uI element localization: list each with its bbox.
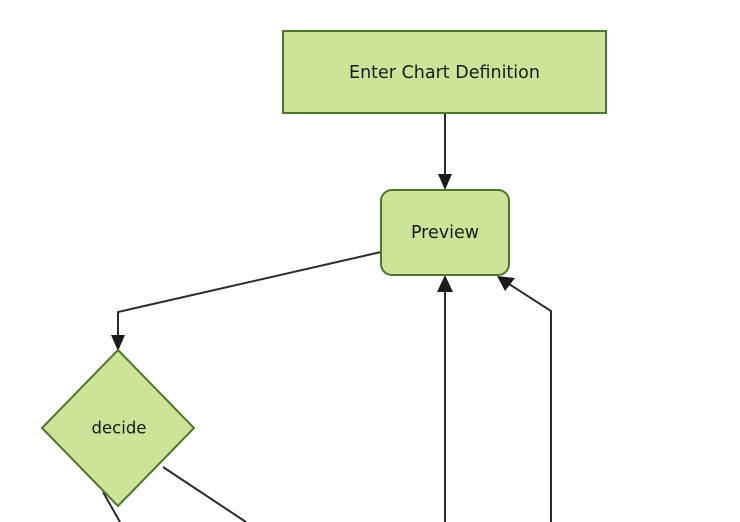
node-enter-chart-definition-label: Enter Chart Definition (349, 63, 540, 83)
edge-enter-to-preview (438, 113, 452, 190)
node-decide-shape[interactable] (40, 348, 196, 508)
node-decide-label: decide (92, 419, 147, 438)
edge-enter-to-preview-arrowhead (438, 174, 452, 190)
edge-decide-bottom-out (102, 491, 121, 522)
edge-preview-to-decide-arrowhead (111, 335, 125, 351)
edge-preview-to-decide-line (117, 251, 382, 341)
edge-bottom-right-to-preview (497, 276, 552, 522)
edge-decide-bottom-out-line (102, 491, 121, 522)
node-enter-chart-definition-shape[interactable] (282, 30, 607, 114)
edge-bottom-right-to-preview-line (505, 281, 552, 522)
node-preview[interactable]: Preview (380, 189, 510, 276)
node-decide[interactable]: decide (40, 348, 196, 508)
edge-bottom-right-to-preview-arrowhead (497, 276, 515, 291)
edge-preview-to-decide (111, 251, 382, 351)
edge-bottom-center-to-preview-arrowhead (437, 275, 453, 292)
node-enter-chart-definition[interactable]: Enter Chart Definition (282, 30, 607, 114)
node-preview-shape[interactable] (380, 189, 510, 276)
node-preview-label: Preview (411, 223, 479, 243)
edge-decide-right-out-line (162, 466, 247, 522)
edge-bottom-center-to-preview (437, 275, 453, 522)
edge-decide-right-out (162, 466, 247, 522)
